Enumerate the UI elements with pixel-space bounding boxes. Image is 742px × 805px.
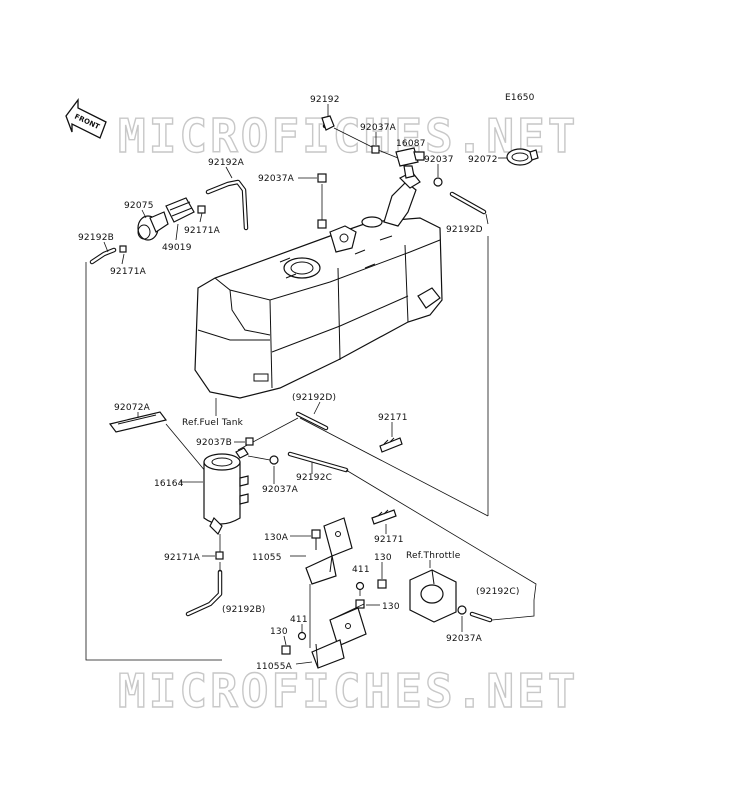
label-92171A-upper: 92171A xyxy=(184,226,221,236)
label-92037: 92037 xyxy=(424,155,454,165)
fuel-filter-49019 xyxy=(165,197,195,223)
label-92171-lower: 92171 xyxy=(374,535,404,545)
clamp-92037A-mid xyxy=(269,455,279,465)
label-92072A: 92072A xyxy=(114,403,151,413)
clamp-92037A-right xyxy=(457,605,467,615)
washer-411-right xyxy=(355,581,365,596)
clamp-92037 xyxy=(433,177,443,187)
hose-92192A xyxy=(205,179,249,231)
label-92037A-right: 92037A xyxy=(446,634,483,644)
watermark-bottom: MICROFICHES.NET xyxy=(118,664,578,718)
bracket-11055 xyxy=(305,517,353,585)
band-clamp-92072 xyxy=(506,148,539,166)
label-49019: 49019 xyxy=(162,243,192,253)
label-11055A: 11055A xyxy=(256,662,293,672)
clip-92171-upper xyxy=(379,437,403,453)
fuel-tank xyxy=(194,171,443,399)
bolt-130-right xyxy=(377,579,387,589)
clamp-92171A-upper xyxy=(197,205,206,214)
label-130A: 130A xyxy=(264,533,289,543)
label-11055: 11055 xyxy=(252,553,282,563)
label-92192A: 92192A xyxy=(208,158,245,168)
washer-411-left xyxy=(297,631,307,641)
hose-92192B xyxy=(89,247,117,265)
throttle-body xyxy=(409,569,457,623)
label-92037A-mid: 92037A xyxy=(262,485,299,495)
label-130-right: 130 xyxy=(374,553,392,563)
label-130-mid: 130 xyxy=(382,602,400,612)
bolt-130A xyxy=(311,529,321,550)
label-92171-upper: 92171 xyxy=(378,413,408,423)
label-92072: 92072 xyxy=(468,155,498,165)
watermark-top: MICROFICHES.NET xyxy=(118,109,578,163)
label-92037B: 92037B xyxy=(196,438,232,448)
clamp-92037A-top xyxy=(371,145,380,154)
label-92075: 92075 xyxy=(124,201,154,211)
label-411-right: 411 xyxy=(352,565,370,575)
fitting-92075 xyxy=(137,211,169,241)
diagram-code: E1650 xyxy=(505,93,535,103)
hose-92192C-paren xyxy=(469,611,493,623)
label-ref-fuel-tank: Ref.Fuel Tank xyxy=(182,418,244,428)
hose-92192C xyxy=(287,451,349,473)
check-valve-16087 xyxy=(395,147,425,179)
label-16164: 16164 xyxy=(154,479,184,489)
label-92192B: 92192B xyxy=(78,233,114,243)
canister-16164 xyxy=(203,447,249,536)
label-92037A-top: 92037A xyxy=(360,123,397,133)
label-92192-top: 92192 xyxy=(310,95,340,105)
label-92192D: 92192D xyxy=(446,225,483,235)
label-92192D-paren: (92192D) xyxy=(292,393,336,403)
hose-92192D xyxy=(449,191,487,215)
clamp-92171A-lower xyxy=(119,245,127,253)
clamp-92171A-bottom xyxy=(215,551,224,560)
hose-92192B-paren xyxy=(185,569,223,617)
clip-92171-lower xyxy=(371,509,397,525)
label-411-left: 411 xyxy=(290,615,308,625)
clamp-92037A-left xyxy=(317,173,327,183)
label-92171A-lower: 92171A xyxy=(110,267,147,277)
label-92192C: 92192C xyxy=(296,473,332,483)
label-92192C-paren: (92192C) xyxy=(476,587,520,597)
label-92192B-paren: (92192B) xyxy=(222,605,265,615)
label-ref-throttle: Ref.Throttle xyxy=(406,551,461,561)
bolt-130-left xyxy=(281,645,291,655)
label-92171A-bottom: 92171A xyxy=(164,553,201,563)
label-130-left: 130 xyxy=(270,627,288,637)
mount-band-92072A xyxy=(108,411,168,433)
bracket-11055A xyxy=(311,607,367,669)
label-92037A-left: 92037A xyxy=(258,174,295,184)
clamp-92037B xyxy=(245,437,254,446)
hose-92192 xyxy=(321,115,335,131)
label-16087: 16087 xyxy=(396,139,426,149)
hose-92192D-paren xyxy=(295,411,329,431)
front-arrow-icon: FRONT xyxy=(65,98,107,139)
